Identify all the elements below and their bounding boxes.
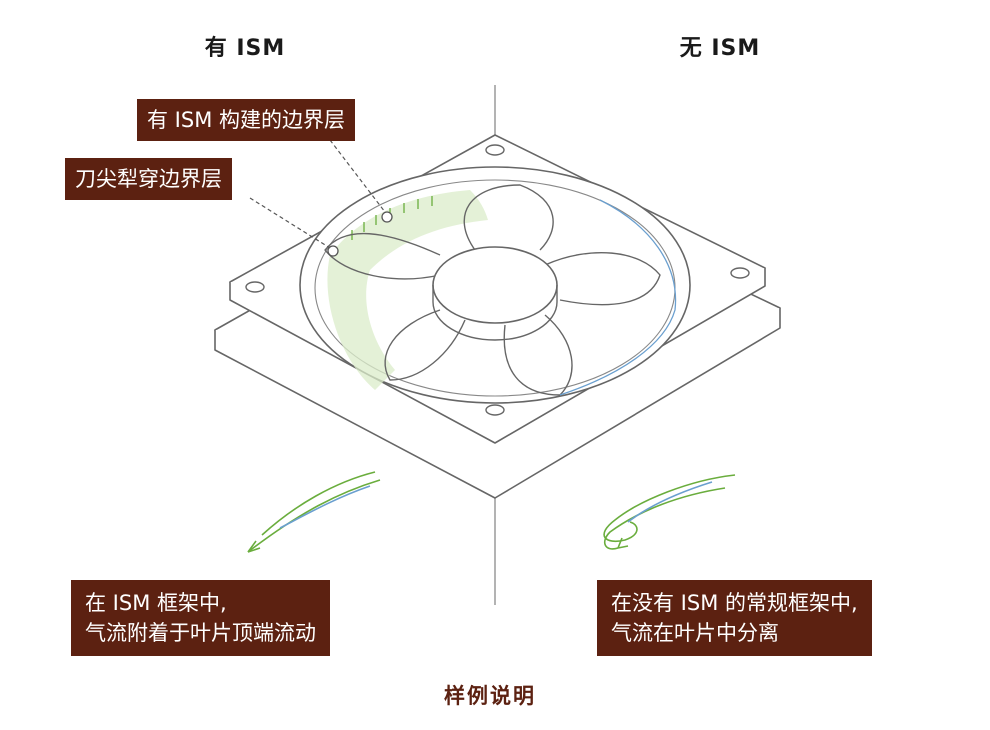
diagram-caption: 样例说明 <box>444 684 536 708</box>
ring-airflow-line <box>559 199 677 396</box>
fan-blade <box>544 251 661 306</box>
fan-hub <box>432 246 558 324</box>
mounting-hole-bottom <box>485 404 505 416</box>
callout-marker-boundary <box>381 211 393 223</box>
callout-marker-tip <box>327 245 339 257</box>
mounting-hole-left <box>245 281 265 293</box>
callout-tip-pierce: 刀尖犁穿边界层 <box>65 158 232 200</box>
airflow-attached <box>247 471 381 553</box>
callout-boundary-layer: 有 ISM 构建的边界层 <box>137 99 355 141</box>
heading-without-ism: 无 ISM <box>679 36 761 61</box>
note-without-ism: 在没有 ISM 的常规框架中, 气流在叶片中分离 <box>597 580 872 656</box>
note-without-ism-line2: 气流在叶片中分离 <box>611 621 779 645</box>
note-with-ism: 在 ISM 框架中, 气流附着于叶片顶端流动 <box>71 580 330 656</box>
note-with-ism-line2: 气流附着于叶片顶端流动 <box>85 621 316 645</box>
note-with-ism-line1: 在 ISM 框架中, <box>85 591 227 615</box>
mounting-holes <box>245 144 750 416</box>
fan-blade <box>324 232 441 280</box>
airflow-separated <box>603 474 736 550</box>
callout-leaders <box>249 139 386 249</box>
fan-blade <box>463 184 554 251</box>
fan-blades <box>324 184 661 396</box>
boundary-layer-region <box>327 190 488 390</box>
fan-blade <box>384 309 466 381</box>
mounting-hole-top <box>485 144 505 156</box>
note-without-ism-line1: 在没有 ISM 的常规框架中, <box>611 591 858 615</box>
heading-with-ism: 有 ISM <box>204 36 286 61</box>
mounting-hole-right <box>730 267 750 279</box>
